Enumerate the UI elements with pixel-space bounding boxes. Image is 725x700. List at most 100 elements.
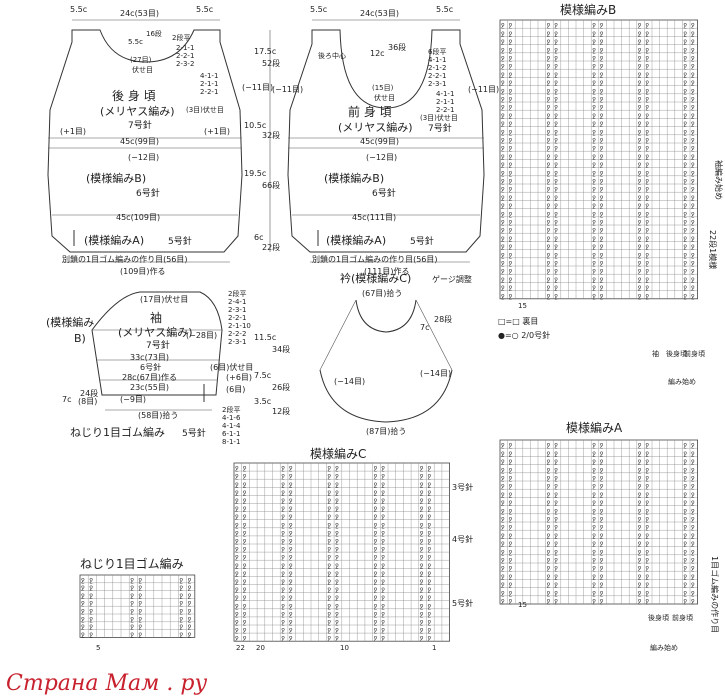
chart-b-cell-symbol: ջ: [509, 185, 513, 193]
chart-a-cell-symbol: ջ: [547, 548, 551, 556]
chart-a-cell-symbol: ջ: [554, 556, 558, 564]
chart-b-cell-symbol: ջ: [600, 218, 604, 226]
chart-a-cell-symbol: ջ: [509, 490, 513, 498]
chart-c-cell-symbol: ջ: [327, 464, 331, 472]
chart-b-cell-symbol: ջ: [600, 292, 604, 300]
chart-b-cell-symbol: ջ: [554, 284, 558, 292]
chart-b-cell-symbol: ջ: [501, 243, 505, 251]
chart-a-cell-symbol: ջ: [509, 458, 513, 466]
chart-c-cell-symbol: ջ: [335, 553, 339, 561]
chart-c-cell-symbol: ջ: [374, 464, 378, 472]
chart-b-cell-symbol: ջ: [509, 210, 513, 218]
chart-twist-cell-symbol: ջ: [89, 584, 93, 592]
chart-a-cell-symbol: ջ: [645, 507, 649, 515]
chart-a-cell-symbol: ջ: [501, 572, 505, 580]
chart-b-cell-symbol: ջ: [501, 169, 505, 177]
chart-a-cell-symbol: ջ: [547, 482, 551, 490]
chart-c-cell-symbol: ջ: [281, 618, 285, 626]
chart-b-cell-symbol: ջ: [638, 210, 642, 218]
front-neck-sts: (15目): [372, 84, 394, 92]
chart-b-cell-symbol: ջ: [592, 103, 596, 111]
back-stitch: (メリヤス編み): [100, 104, 175, 118]
chart-b-cell-symbol: ջ: [683, 267, 687, 275]
chart-twist-cell-symbol: ջ: [188, 623, 192, 631]
chart-c-cell-symbol: ջ: [243, 618, 247, 626]
back-minus11: (−11目): [242, 83, 273, 92]
site-watermark: Страна Мам . ру: [6, 671, 207, 696]
chart-b-cell-symbol: ջ: [691, 152, 695, 160]
chart-b-cell-symbol: ջ: [683, 193, 687, 201]
chart-b-cell-symbol: ջ: [501, 54, 505, 62]
chart-b-cell-symbol: ջ: [683, 275, 687, 283]
front-stitch: (メリヤス編み): [338, 120, 413, 134]
front-pattern-b: (模様編みB): [324, 171, 384, 185]
chart-b-cell-symbol: ջ: [592, 267, 596, 275]
chart-twist-cell-symbol: ջ: [179, 576, 183, 584]
measure-a: 17.5c: [254, 47, 276, 56]
chart-b-cell-symbol: ջ: [547, 210, 551, 218]
chart-c-cell-symbol: ջ: [281, 610, 285, 618]
chart-c-cell-symbol: ջ: [327, 480, 331, 488]
chart-b-rep: 22段1模様: [708, 230, 718, 269]
front-neck-dec-3: 2-2-1: [428, 72, 446, 80]
chart-a-cell-symbol: ջ: [592, 458, 596, 466]
chart-c-cell-symbol: ջ: [381, 472, 385, 480]
back-arm-bind: (3目)伏せ目: [186, 105, 224, 114]
chart-b-cell-symbol: ջ: [691, 144, 695, 152]
chart-a-cell-symbol: ջ: [691, 515, 695, 523]
chart-b-cell-symbol: ջ: [554, 38, 558, 46]
chart-b-cell-symbol: ջ: [509, 161, 513, 169]
chart-a-cell-symbol: ջ: [554, 581, 558, 589]
chart-b-cell-symbol: ջ: [645, 46, 649, 54]
chart-a-cell-symbol: ջ: [509, 556, 513, 564]
chart-a-cell-symbol: ջ: [638, 540, 642, 548]
chart-c-cell-symbol: ջ: [374, 480, 378, 488]
chart-b-cell-symbol: ջ: [600, 185, 604, 193]
chart-a-cell-symbol: ջ: [645, 589, 649, 597]
chart-a-cell-symbol: ջ: [645, 597, 649, 605]
back-plus1-right: (+1目): [204, 127, 230, 136]
chart-a-cell-symbol: ջ: [683, 474, 687, 482]
chart-a-cell-symbol: ջ: [600, 490, 604, 498]
back-neck-bind: 伏せ目: [132, 65, 153, 74]
chart-b-cell-symbol: ջ: [501, 210, 505, 218]
chart-b-cell-symbol: ջ: [554, 267, 558, 275]
chart-twist-cell-symbol: ջ: [179, 591, 183, 599]
chart-a-cell-symbol: ջ: [645, 572, 649, 580]
chart-b-cell-symbol: ջ: [501, 95, 505, 103]
chart-a-cell-symbol: ջ: [683, 556, 687, 564]
chart-b-cell-symbol: ջ: [501, 103, 505, 111]
chart-b-cell-symbol: ջ: [501, 111, 505, 119]
chart-c-cell-symbol: ջ: [335, 529, 339, 537]
measure-d: 6c: [254, 233, 264, 242]
chart-twist-cell-symbol: ջ: [188, 630, 192, 638]
chart-b-cell-symbol: ջ: [592, 29, 596, 37]
chart-b-cell-symbol: ջ: [683, 46, 687, 54]
sleeve-h3-rows: 12段: [272, 406, 290, 416]
chart-b-cell-symbol: ջ: [600, 136, 604, 144]
chart-a-cell-symbol: ջ: [554, 589, 558, 597]
chart-a-cell-symbol: ջ: [592, 474, 596, 482]
chart-b-cell-symbol: ջ: [547, 177, 551, 185]
chart-twist-cell-symbol: ջ: [138, 576, 142, 584]
chart-b-cell-symbol: ջ: [501, 29, 505, 37]
chart-a-cell-symbol: ջ: [683, 581, 687, 589]
chart-b-cell-symbol: ջ: [554, 21, 558, 29]
chart-c-cell-symbol: ջ: [335, 513, 339, 521]
chart-b-cell-symbol: ջ: [509, 111, 513, 119]
chart-b-cell-symbol: ջ: [638, 21, 642, 29]
chart-b-cell-symbol: ջ: [547, 152, 551, 160]
chart-b-cell-symbol: ջ: [691, 21, 695, 29]
chart-c-cell-symbol: ջ: [243, 497, 247, 505]
chart-c-cell-symbol: ջ: [420, 513, 424, 521]
back-neck-dec-0: 2段平: [172, 33, 190, 42]
chart-b-cell-symbol: ջ: [638, 54, 642, 62]
back-shoulder-left: 5.5c: [70, 5, 87, 14]
chart-b-cell-symbol: ջ: [638, 185, 642, 193]
chart-b-cell-symbol: ջ: [638, 218, 642, 226]
chart-a-cell-symbol: ջ: [547, 507, 551, 515]
chart-b-cell-symbol: ջ: [501, 70, 505, 78]
chart-c-cell-symbol: ջ: [289, 545, 293, 553]
chart-twist-cell-symbol: ջ: [130, 623, 134, 631]
